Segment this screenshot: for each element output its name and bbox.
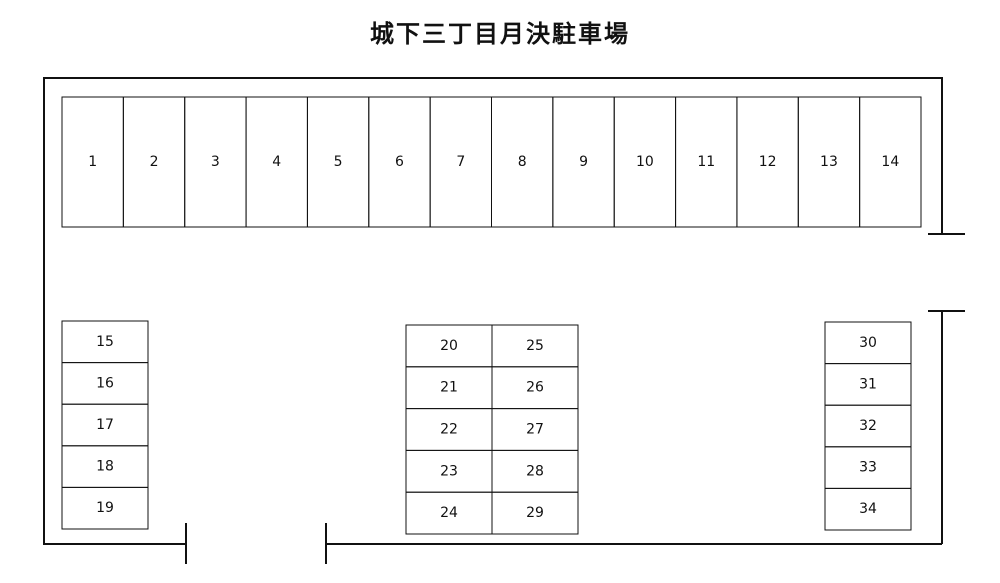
parking-space-number-2: 2 <box>150 154 159 170</box>
parking-space-number-13: 13 <box>820 154 838 170</box>
parking-space-number-30: 30 <box>859 335 877 351</box>
parking-space-number-19: 19 <box>96 500 114 516</box>
parking-space-number-14: 14 <box>881 154 899 170</box>
parking-space-number-16: 16 <box>96 375 114 391</box>
lot-title: 城下三丁目月決駐車場 <box>370 20 630 48</box>
parking-space-34 <box>824 487 912 531</box>
parking-space-number-27: 27 <box>526 422 544 438</box>
boundary-wall-main <box>43 77 943 545</box>
parking-space-number-32: 32 <box>859 418 877 434</box>
parking-space-number-6: 6 <box>395 154 404 170</box>
parking-space-number-26: 26 <box>526 380 544 396</box>
parking-space-number-8: 8 <box>518 154 527 170</box>
parking-space-number-15: 15 <box>96 334 114 350</box>
parking-space-29 <box>491 491 579 535</box>
parking-space-number-12: 12 <box>759 154 777 170</box>
parking-space-number-31: 31 <box>859 376 877 392</box>
parking-space-number-28: 28 <box>526 463 544 479</box>
parking-space-number-20: 20 <box>440 338 458 354</box>
parking-space-number-7: 7 <box>456 154 465 170</box>
parking-space-number-23: 23 <box>440 463 458 479</box>
parking-space-number-33: 33 <box>859 460 877 476</box>
parking-space-number-21: 21 <box>440 380 458 396</box>
parking-space-number-24: 24 <box>440 505 458 521</box>
parking-space-14 <box>859 96 922 228</box>
parking-space-number-1: 1 <box>88 154 97 170</box>
parking-space-number-5: 5 <box>334 154 343 170</box>
parking-space-number-18: 18 <box>96 459 114 475</box>
parking-space-19 <box>61 486 149 530</box>
parking-space-number-4: 4 <box>272 154 281 170</box>
parking-space-number-34: 34 <box>859 501 877 517</box>
parking-space-number-10: 10 <box>636 154 654 170</box>
parking-space-number-17: 17 <box>96 417 114 433</box>
parking-space-number-25: 25 <box>526 338 544 354</box>
parking-space-number-9: 9 <box>579 154 588 170</box>
parking-space-number-11: 11 <box>697 154 715 170</box>
parking-space-number-22: 22 <box>440 422 458 438</box>
parking-space-number-3: 3 <box>211 154 220 170</box>
parking-space-number-29: 29 <box>526 505 544 521</box>
